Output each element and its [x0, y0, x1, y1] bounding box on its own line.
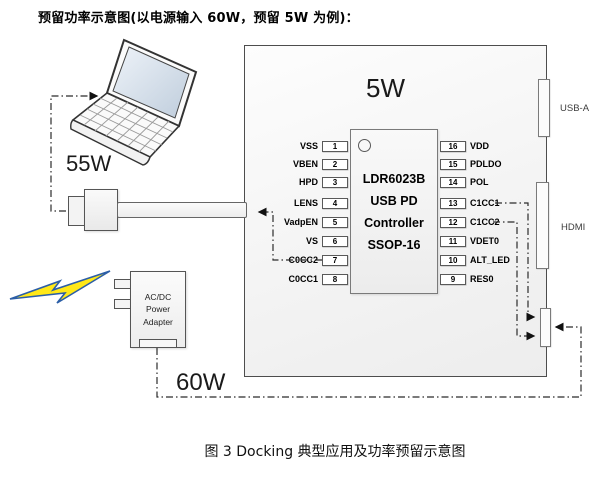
pin-number-box: 2: [322, 158, 348, 170]
pin-row-vdd: 16 VDD: [440, 140, 570, 152]
laptop-screen: [112, 46, 190, 119]
pin1-indicator-dot: [358, 139, 371, 152]
pin-number-box: 7: [322, 254, 348, 266]
pin-label: RES0: [470, 274, 494, 284]
pin-label: POL: [470, 177, 489, 187]
chip-package: SSOP-16: [367, 237, 421, 252]
pin-row-vss: VSS 1: [240, 140, 348, 152]
pin-number-box: 4: [322, 197, 348, 209]
pin-number-box: 8: [322, 273, 348, 285]
pin-number-box: 5: [322, 216, 348, 228]
adapter-label-line2: Power: [145, 304, 171, 315]
pin-label: VDD: [470, 141, 490, 151]
adapter-label-line3: Adapter: [143, 316, 173, 327]
usb-plug-body: [84, 189, 118, 231]
adapter-power-label: 60W: [176, 369, 226, 396]
pin-number-box: 15: [440, 158, 466, 170]
laptop-keyboard-grid: [79, 97, 174, 153]
usb-a-connector: [538, 79, 550, 137]
pin-label: C1CC2: [470, 217, 500, 227]
pin-row-vben: VBEN 2: [240, 158, 348, 170]
pin-row-vadpen: VadpEN 5: [240, 216, 348, 228]
laptop-illustration: [70, 38, 198, 166]
pin-row-vs: VS 6: [240, 235, 348, 247]
pin-row-res0: 9 RES0: [440, 273, 570, 285]
pin-row-pol: 14 POL: [440, 176, 570, 188]
reserved-power-label: 5W: [366, 73, 405, 103]
hdmi-label: HDMI: [561, 222, 586, 233]
pin-row-c0cc1: C0CC1 8: [240, 273, 348, 285]
pin-row-c1cc2: 12 C1CC2: [440, 216, 570, 228]
pin-number-box: 16: [440, 140, 466, 152]
pin-row-c0cc2: C0CC2 7: [240, 254, 348, 266]
pin-label: ALT_LED: [470, 255, 510, 265]
pin-label: VadpEN: [283, 217, 318, 227]
pin-label: VDET0: [470, 236, 500, 246]
chip-name: LDR6023B: [362, 171, 426, 186]
pin-row-alt-led: 10 ALT_LED: [440, 254, 570, 266]
lightning-bolt-icon: [9, 270, 111, 304]
adapter-label-line1: AC/DC: [144, 291, 172, 302]
page-title: 预留功率示意图(以电源输入 60W，预留 5W 为例)：: [38, 11, 359, 26]
pin-number-box: 3: [322, 176, 348, 188]
pin-row-hpd: HPD 3: [240, 176, 348, 188]
pin-label: C1CC1: [470, 198, 500, 208]
chip-body: LDR6023B USB PD Controller SSOP-16: [350, 129, 438, 294]
figure-caption: 图 3 Docking 典型应用及功率预留示意图: [204, 444, 466, 460]
pin-row-c1cc1: 13 C1CC1: [440, 197, 570, 209]
pin-number-box: 12: [440, 216, 466, 228]
pin-number-box: 14: [440, 176, 466, 188]
pin-label: VBEN: [292, 159, 318, 169]
pin-label: LENS: [293, 198, 318, 208]
pin-row-lens: LENS 4: [240, 197, 348, 209]
pin-label: C0CC1: [288, 274, 318, 284]
pin-number-box: 13: [440, 197, 466, 209]
adapter-output-port: [139, 339, 177, 348]
pin-number-box: 6: [322, 235, 348, 247]
hdmi-connector: [536, 182, 549, 269]
pin-label: VS: [305, 236, 318, 246]
pin-label: C0CC2: [288, 255, 318, 265]
usb-cable: [117, 202, 247, 218]
pin-number-box: 10: [440, 254, 466, 266]
pin-row-vdet0: 11 VDET0: [440, 235, 570, 247]
pin-row-pdldo: 15 PDLDO: [440, 158, 570, 170]
pin-label: PDLDO: [470, 159, 502, 169]
chip-type-line1: USB PD: [370, 193, 418, 208]
pin-number-box: 9: [440, 273, 466, 285]
pin-number-box: 1: [322, 140, 348, 152]
pin-label: HPD: [298, 177, 318, 187]
pin-label: VSS: [299, 141, 318, 151]
acdc-adapter-box: AC/DC Power Adapter: [130, 271, 186, 348]
chip-type-line2: Controller: [364, 215, 424, 230]
pin-number-box: 11: [440, 235, 466, 247]
type-c-port-connector: [540, 308, 551, 347]
usb-a-label: USB-A: [560, 103, 590, 114]
